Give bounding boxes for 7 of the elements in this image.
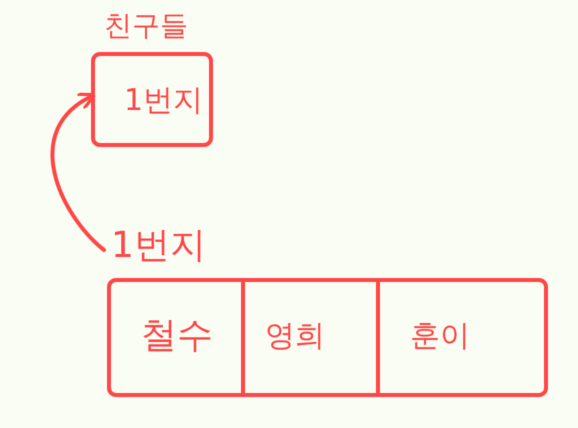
variable-name: 친구들 <box>104 12 188 40</box>
array-cell: 영희 <box>245 282 380 393</box>
address-text: 1번지 <box>124 86 204 116</box>
array-cell: 철수 <box>111 282 245 393</box>
address-label: 1번지 <box>111 228 206 264</box>
curved-arrow <box>50 92 106 252</box>
array-cell: 훈이 <box>380 282 552 393</box>
